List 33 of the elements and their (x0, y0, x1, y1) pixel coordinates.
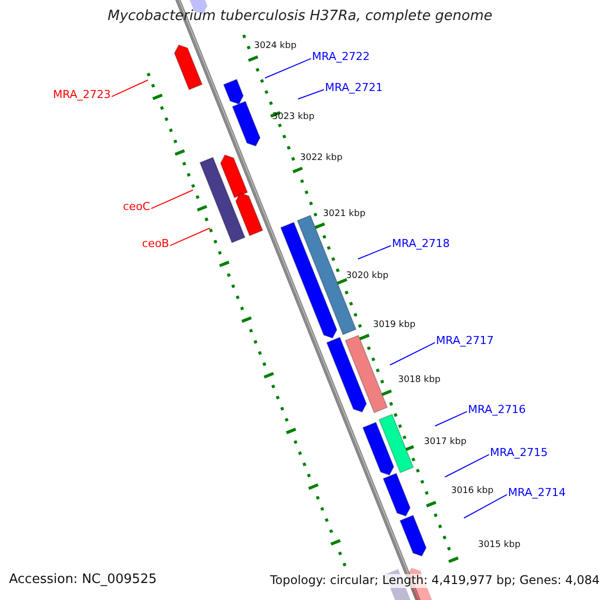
gene-name-label: MRA_2714 (508, 487, 566, 500)
leader-line (390, 342, 436, 366)
diagram-title: Mycobacterium tuberculosis H37Ra, complete genome (106, 8, 494, 24)
scale-label: 3023 kbp (272, 112, 314, 122)
leader-line (464, 494, 508, 518)
gene-name-label: MRA_2723 (53, 89, 111, 102)
genome-info-text: Topology: circular; Length: 4,419,977 bp; Genes: 4,084 (270, 574, 600, 588)
scale-label: 3018 kbp (398, 375, 440, 386)
gene-name-label: ceoC (123, 201, 150, 214)
scale-label: 3024 kbp (254, 41, 296, 52)
gene-name-label: MRA_2715 (490, 447, 548, 460)
gene-name-label: MRA_2716 (468, 404, 526, 417)
leader-line (264, 58, 312, 78)
scale-label: 3021 kbp (323, 209, 366, 220)
leader-line (298, 89, 324, 100)
gene-name-label: MRA_2718 (392, 238, 450, 251)
leader-line (434, 411, 468, 426)
scale-label: 3022 kbp (300, 153, 342, 164)
scale-label: 3015 kbp (478, 540, 520, 550)
scale-label: 3019 kbp (373, 320, 416, 330)
leader-line (111, 80, 148, 98)
scale-label: 3020 kbp (346, 271, 388, 282)
leader-line (150, 190, 194, 210)
leader-line (444, 454, 490, 478)
scale-label: 3017 kbp (424, 437, 466, 448)
accession-text: Accession: NC_009525 (9, 573, 157, 588)
gene-name-label: MRA_2721 (325, 82, 383, 95)
gene-name-label: MRA_2722 (312, 51, 370, 64)
scale-label: 3016 kbp (451, 486, 494, 496)
leader-line (170, 228, 210, 246)
leader-line (358, 245, 392, 260)
gene-name-label: MRA_2717 (436, 335, 494, 348)
gene-name-label: ceoB (142, 238, 170, 251)
